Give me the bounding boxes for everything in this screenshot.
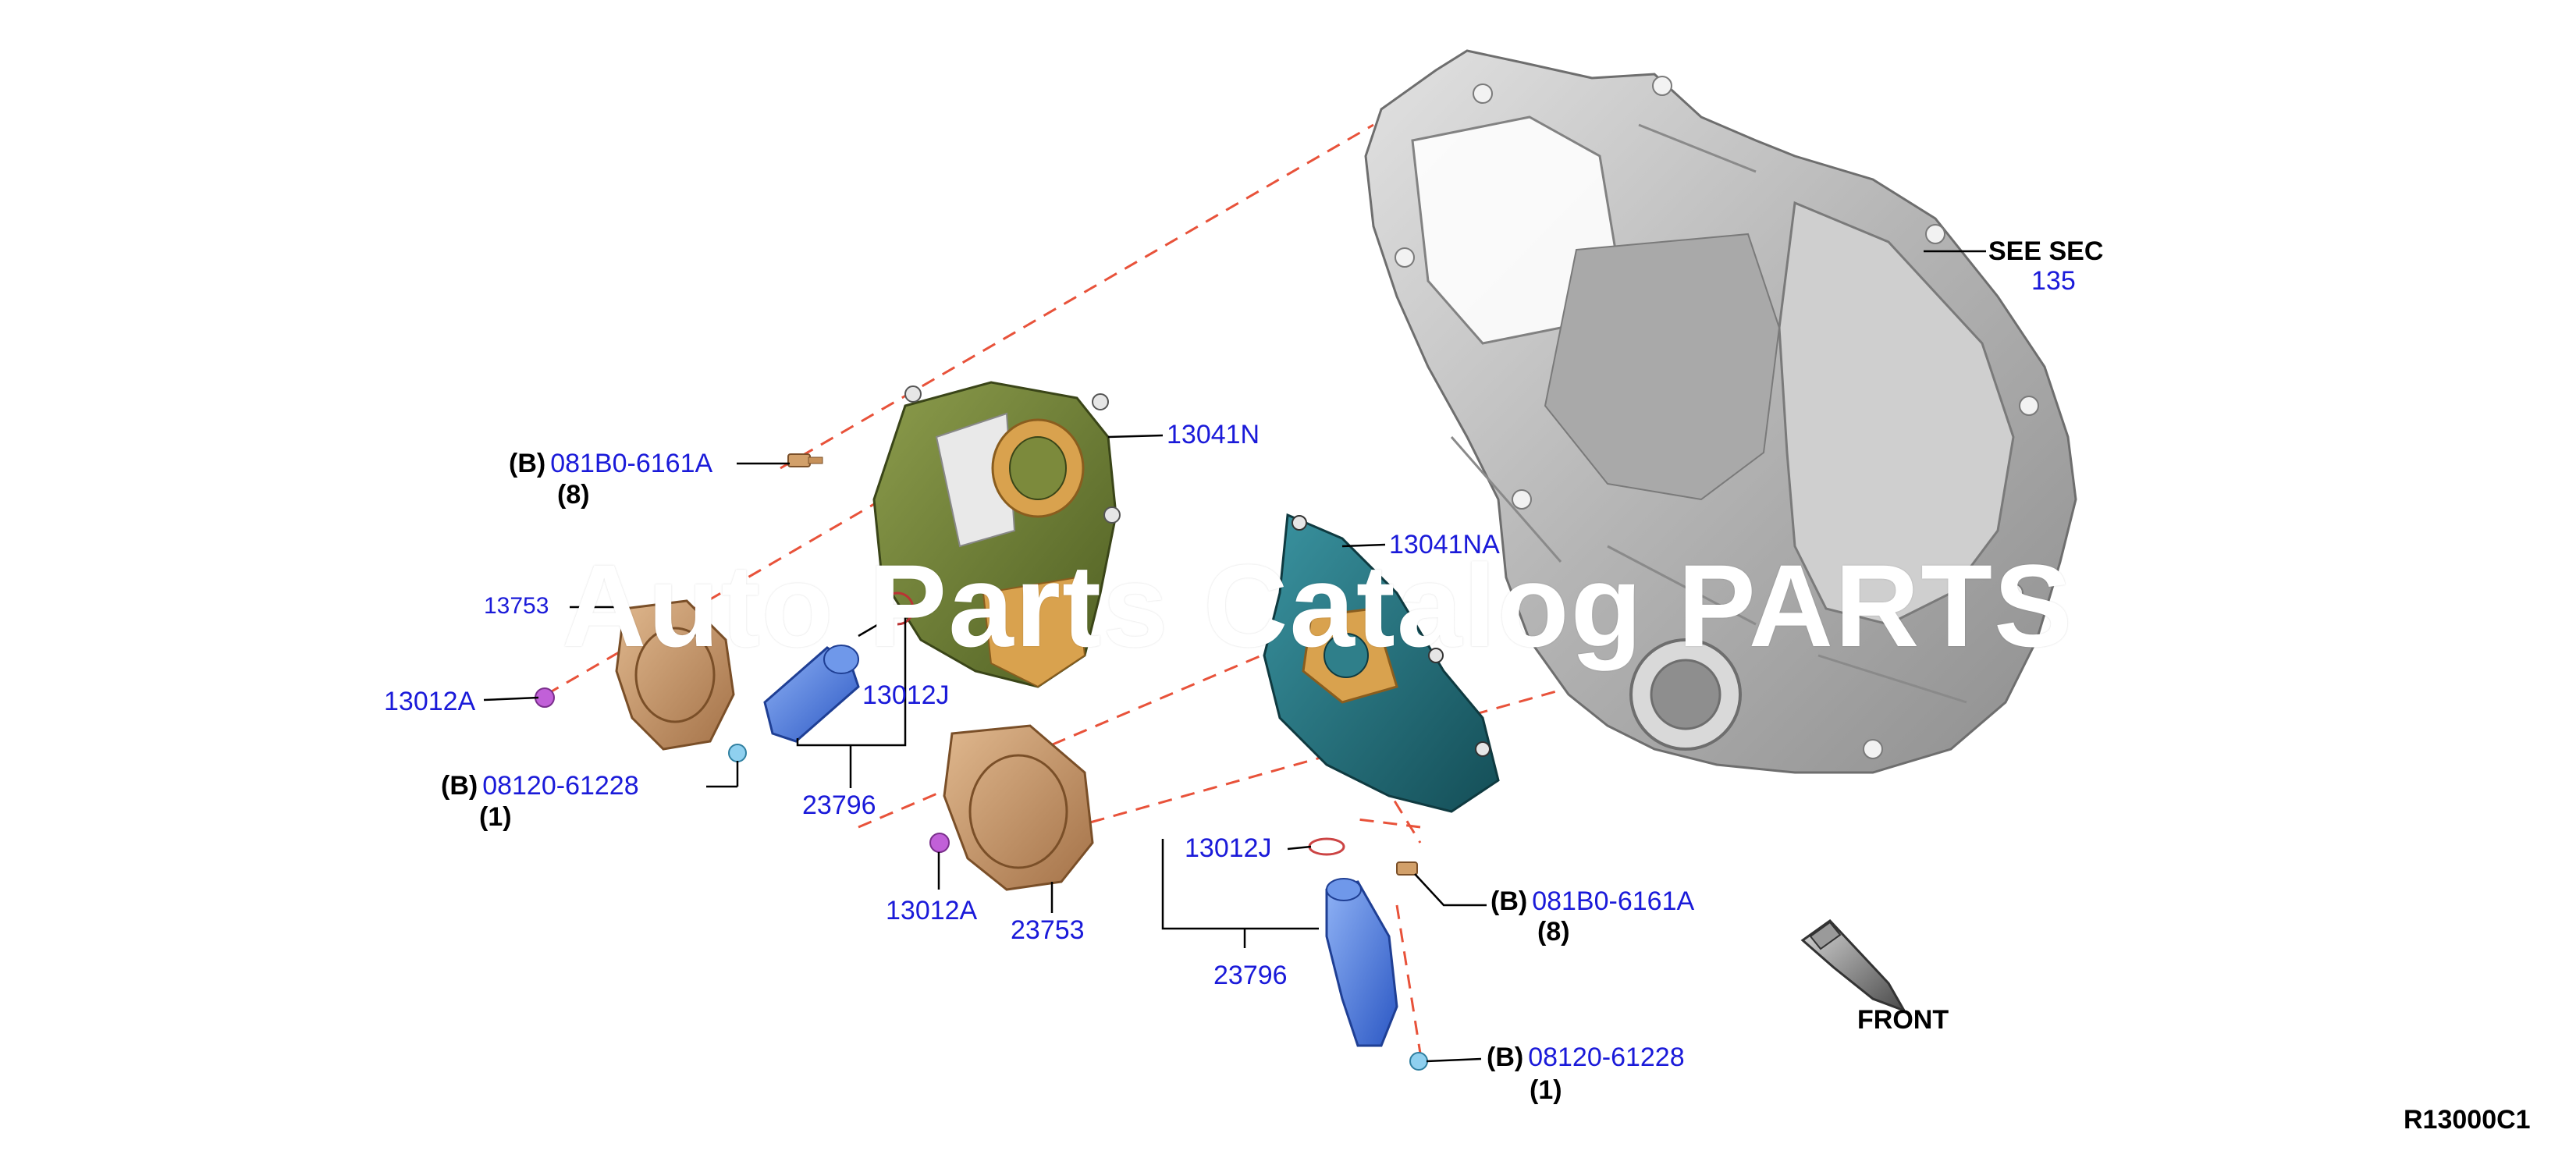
watermark-text: Auto Parts Catalog PARTS: [562, 540, 2074, 671]
see-section-label: SEE SEC: [1988, 236, 2104, 266]
bolt-upper-prefix: (B): [509, 449, 546, 478]
part-callout-13012J-right[interactable]: 13012J: [1185, 833, 1272, 863]
screw-left-part-number[interactable]: 08120-61228: [482, 771, 639, 801]
bolt-upper-quantity: (8): [557, 480, 590, 510]
part-callout-bolt-upper[interactable]: (B)081B0-6161A: [509, 450, 712, 477]
bolt-lower[interactable]: [1396, 861, 1418, 876]
bolt-lower-prefix: (B): [1491, 886, 1528, 916]
bolt-lower-quantity: (8): [1537, 917, 1570, 947]
front-arrow-icon: [1800, 919, 1907, 1013]
part-callout-13753-partial[interactable]: 13753: [484, 593, 549, 619]
part-callout-13041NA[interactable]: 13041NA: [1389, 530, 1500, 559]
screw-left-prefix: (B): [441, 771, 478, 801]
screw-left-quantity: (1): [479, 802, 512, 832]
bolt-upper-part-number[interactable]: 081B0-6161A: [550, 449, 713, 478]
part-callout-screw-right[interactable]: (B)08120-61228: [1487, 1044, 1685, 1071]
part-callout-13012J-left[interactable]: 13012J: [862, 680, 950, 710]
screw-left[interactable]: [728, 744, 747, 762]
o-ring-left[interactable]: [880, 591, 915, 626]
screw-right-part-number[interactable]: 08120-61228: [1528, 1043, 1685, 1072]
part-callout-23796-right[interactable]: 23796: [1213, 961, 1288, 990]
seal-mid[interactable]: [929, 833, 950, 853]
control-valve-left[interactable]: [763, 645, 860, 743]
control-valve-right[interactable]: [1325, 878, 1398, 1047]
diagram-code: R13000C1: [2404, 1105, 2531, 1135]
vtc-sprocket-mid[interactable]: [943, 724, 1094, 891]
part-callout-23796-left[interactable]: 23796: [802, 790, 876, 820]
bolt-upper[interactable]: [787, 453, 823, 467]
part-callout-screw-left[interactable]: (B)08120-61228: [441, 773, 639, 799]
front-direction-label: FRONT: [1857, 1005, 1949, 1035]
see-section-link[interactable]: 135: [2031, 266, 2076, 296]
leader-lines: [483, 250, 1986, 1063]
timing-cover-upper[interactable]: [872, 381, 1121, 688]
part-callout-bolt-lower[interactable]: (B)081B0-6161A: [1491, 888, 1694, 915]
engine-front-case[interactable]: [1364, 49, 2077, 774]
timing-cover-lower[interactable]: [1263, 513, 1500, 813]
bolt-lower-part-number[interactable]: 081B0-6161A: [1532, 886, 1695, 916]
vtc-sprocket-left[interactable]: [615, 599, 735, 751]
o-ring-right[interactable]: [1308, 837, 1345, 856]
part-callout-13012A-left[interactable]: 13012A: [384, 687, 476, 716]
screw-right-quantity: (1): [1530, 1075, 1562, 1105]
part-callout-13041N[interactable]: 13041N: [1167, 420, 1260, 449]
part-callout-13012A-mid[interactable]: 13012A: [886, 896, 978, 925]
part-callout-23753[interactable]: 23753: [1011, 915, 1085, 945]
screw-right-prefix: (B): [1487, 1043, 1524, 1072]
screw-right[interactable]: [1409, 1052, 1428, 1071]
